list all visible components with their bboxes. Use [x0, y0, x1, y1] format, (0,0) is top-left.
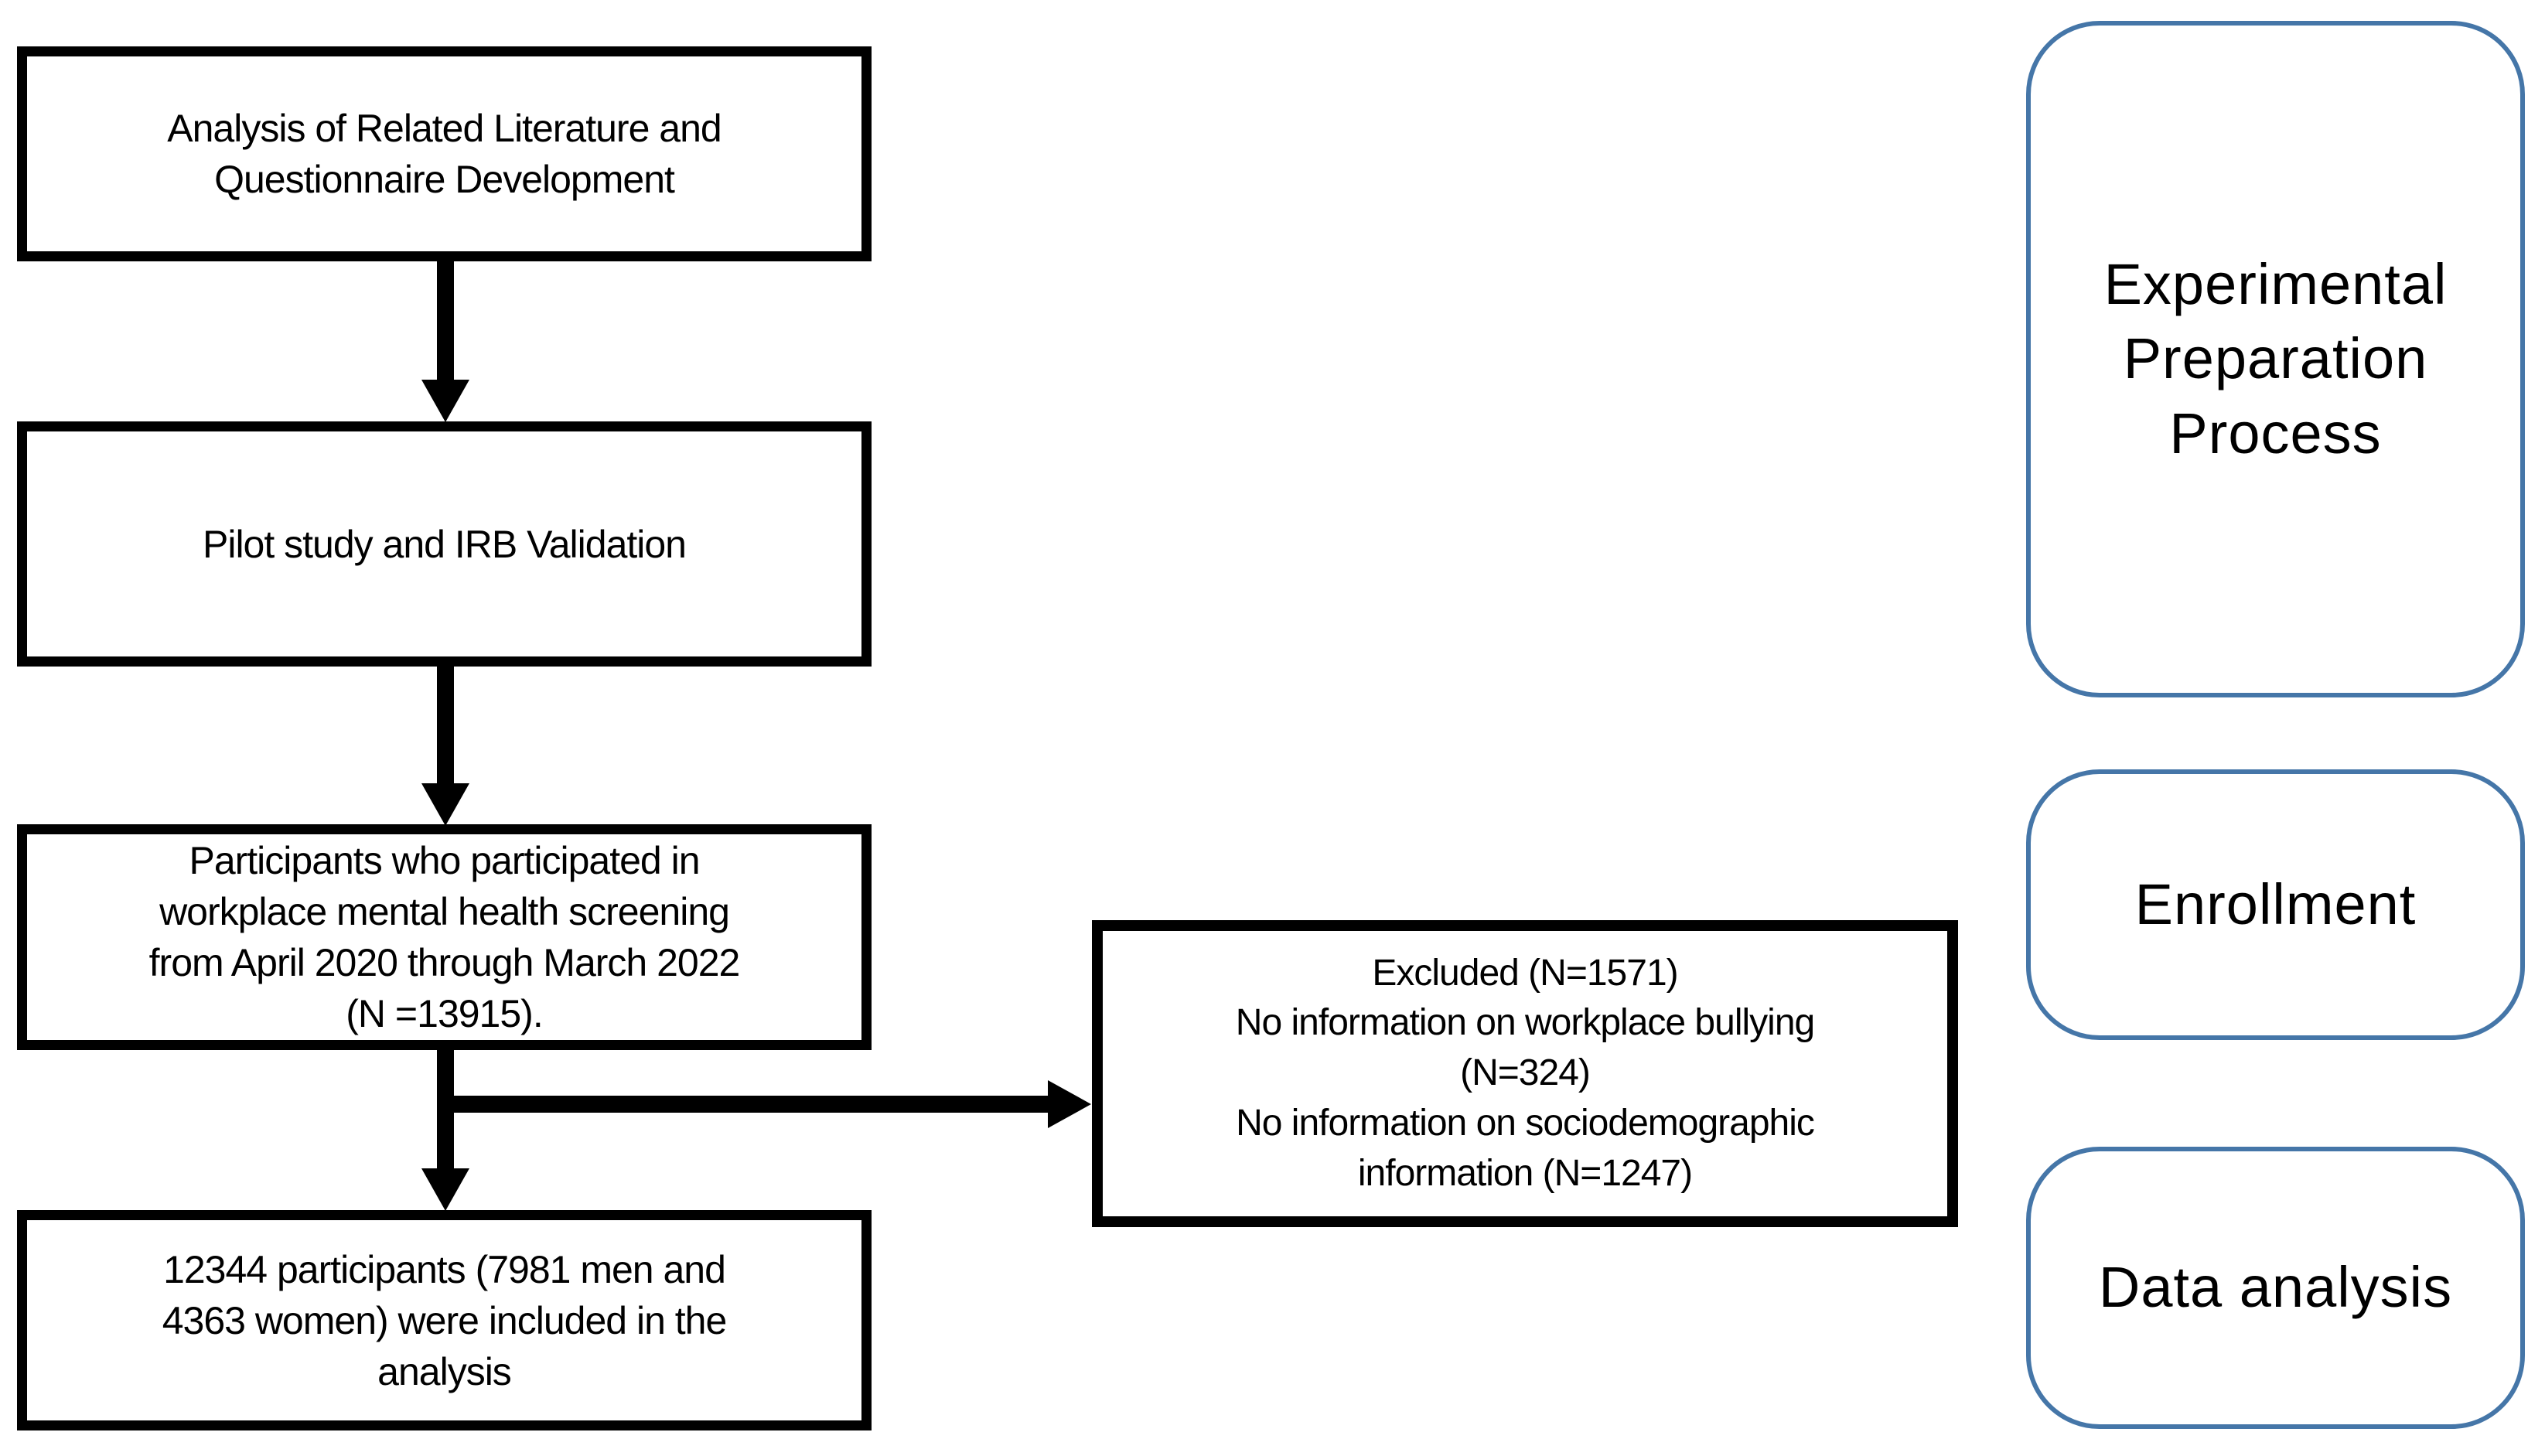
right-arrowhead-icon — [1048, 1080, 1091, 1128]
down-arrowhead-icon — [421, 1168, 469, 1211]
process-box-included-participants: 12344 participants (7981 men and 4363 wo… — [17, 1210, 872, 1430]
text-line: Enrollment — [2134, 871, 2417, 936]
text-line: Experimental — [2103, 252, 2448, 317]
stage-box-data-analysis: Data analysis — [2026, 1147, 2525, 1429]
text-line: Preparation — [2123, 326, 2428, 391]
text-line: No information on workplace bullying — [1235, 1002, 1815, 1044]
text-line: 12344 participants (7981 men and — [163, 1247, 726, 1291]
text-line: (N=324) — [1460, 1052, 1591, 1094]
text-line: Questionnaire Development — [214, 158, 675, 201]
excluded-box: Excluded (N=1571) No information on work… — [1092, 920, 1958, 1227]
text-line: (N =13915). — [346, 992, 543, 1035]
text-line: Data analysis — [2098, 1255, 2453, 1320]
text-line: from April 2020 through March 2022 — [148, 941, 741, 984]
text-line: information (N=1247) — [1357, 1152, 1693, 1194]
down-arrowhead-icon — [421, 380, 469, 422]
text-line: No information on sociodemographic — [1236, 1102, 1815, 1144]
process-box-literature-analysis: Analysis of Related Literature and Quest… — [17, 46, 872, 261]
right-arrow-shaft — [445, 1096, 1048, 1113]
down-arrowhead-icon — [421, 783, 469, 826]
process-box-pilot-irb: Pilot study and IRB Validation — [17, 421, 872, 667]
stage-box-experimental-preparation: Experimental Preparation Process — [2026, 21, 2525, 697]
text-line: 4363 women) were included in the — [162, 1298, 728, 1342]
text-line: Pilot study and IRB Validation — [202, 522, 687, 566]
text-line: Analysis of Related Literature and — [167, 107, 722, 150]
text-line: Process — [2169, 401, 2382, 465]
text-line: analysis — [377, 1349, 512, 1393]
stage-box-enrollment: Enrollment — [2026, 769, 2525, 1040]
text-line: Excluded (N=1571) — [1372, 952, 1678, 994]
process-box-screening-participants: Participants who participated in workpla… — [17, 824, 872, 1050]
down-arrow-shaft — [437, 261, 454, 380]
text-line: workplace mental health screening — [159, 890, 730, 933]
text-line: Participants who participated in — [189, 839, 700, 882]
down-arrow-shaft — [437, 667, 454, 783]
